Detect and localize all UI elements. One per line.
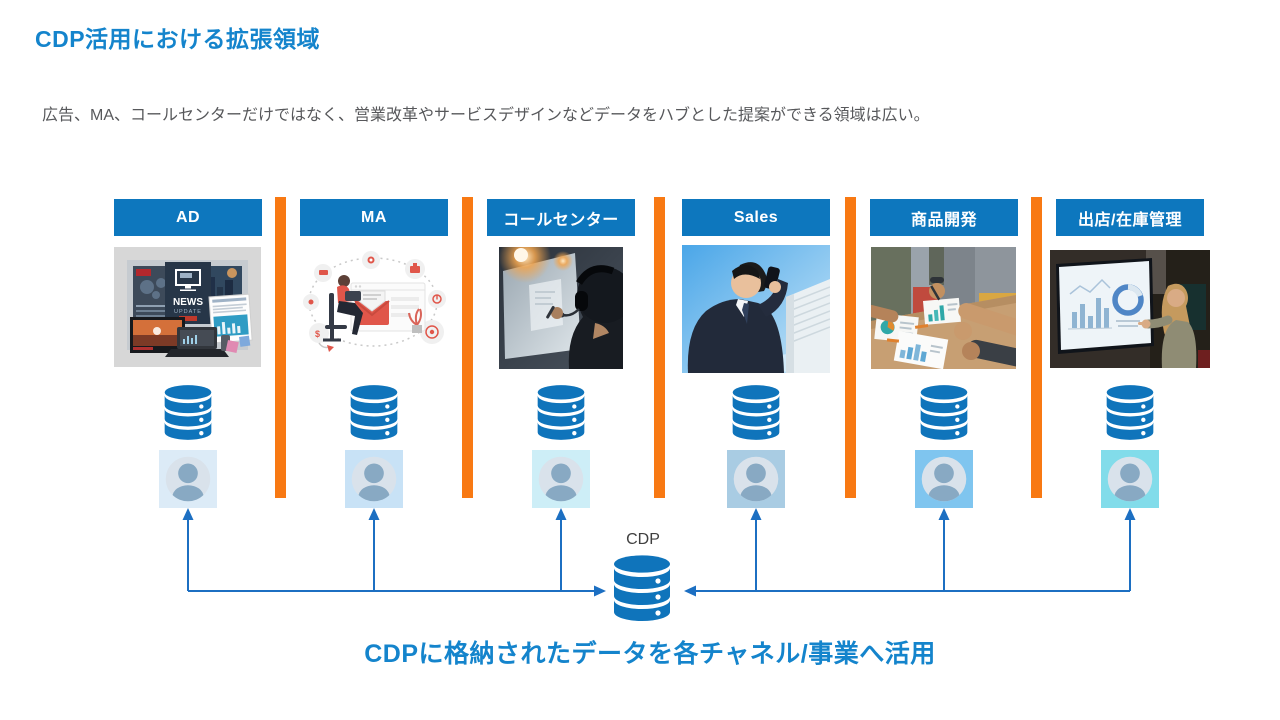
cdp-label: CDP <box>626 531 660 548</box>
database-icon <box>1103 384 1157 444</box>
sales-image <box>682 245 830 373</box>
svg-text:NEWS: NEWS <box>173 297 203 308</box>
person-icon <box>727 450 785 508</box>
column-header-ma: MA <box>300 199 448 236</box>
column-header-callcenter: コールセンター <box>487 199 635 236</box>
person-icon <box>532 450 590 508</box>
column-header-store-inventory: 出店/在庫管理 <box>1056 199 1204 236</box>
store-inventory-image <box>1050 250 1210 368</box>
cdp-database-icon <box>610 554 674 626</box>
svg-text:$: $ <box>315 329 320 339</box>
database-icon <box>347 384 401 444</box>
column-header-sales: Sales <box>682 199 830 236</box>
person-icon <box>159 450 217 508</box>
person-icon <box>915 450 973 508</box>
column-divider <box>462 197 473 498</box>
column-divider <box>275 197 286 498</box>
column-header-product-dev: 商品開発 <box>870 199 1018 236</box>
ad-collage-image: NEWS UPDATE <box>114 247 261 367</box>
bottom-caption: CDPに格納されたデータを各チャネル/事業へ活用 <box>364 640 936 668</box>
ma-illustration-image: $ <box>299 247 449 365</box>
call-center-image <box>499 247 623 369</box>
column-divider <box>1031 197 1042 498</box>
slide-subtitle: 広告、MA、コールセンターだけではなく、営業改革やサービスデザインなどデータをハ… <box>42 107 930 124</box>
column-divider <box>654 197 665 498</box>
column-divider <box>845 197 856 498</box>
column-header-ad: AD <box>114 199 262 236</box>
svg-text:UPDATE: UPDATE <box>174 309 202 315</box>
database-icon <box>161 384 215 444</box>
person-icon <box>345 450 403 508</box>
person-icon <box>1101 450 1159 508</box>
database-icon <box>534 384 588 444</box>
page-title: CDP活用における拡張領域 <box>35 26 321 52</box>
product-dev-image <box>871 247 1016 369</box>
database-icon <box>917 384 971 444</box>
database-icon <box>729 384 783 444</box>
